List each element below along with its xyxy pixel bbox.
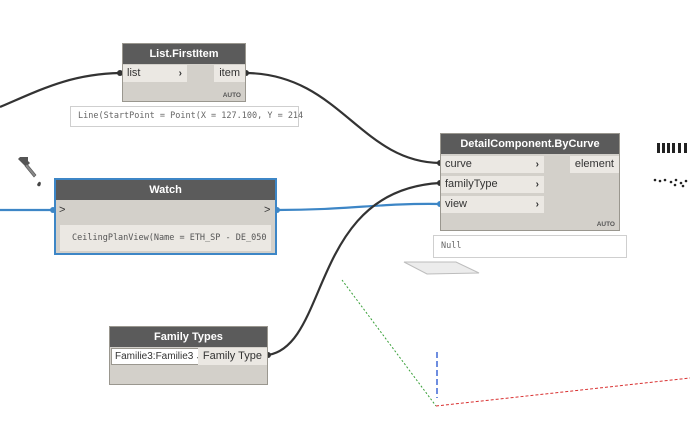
detail-component-preview[interactable]: Null (433, 235, 627, 258)
element-output-port[interactable]: element (569, 156, 619, 173)
detail-component-node[interactable]: DetailComponent.ByCurve curve › familyTy… (440, 133, 620, 231)
geometry-red-line (435, 377, 690, 407)
familytype-input-port[interactable]: familyType › (441, 176, 544, 193)
watch-value[interactable]: CeilingPlanView(Name = ETH_SP - DE_050 (60, 225, 271, 251)
geometry-plane-preview (403, 261, 480, 275)
chevron-right-icon: › (535, 199, 539, 210)
port-label: view (445, 198, 468, 210)
node-title: Family Types (110, 327, 267, 347)
chevron-right-icon: › (178, 68, 182, 79)
node-title: List.FirstItem (123, 44, 245, 64)
port-label: > (59, 204, 66, 216)
chevron-right-icon: › (535, 179, 539, 190)
list-first-item-preview[interactable]: Line(StartPoint = Point(X = 127.100, Y =… (70, 106, 303, 127)
watch-node[interactable]: Watch > > CeilingPlanView(Name = ETH_SP … (54, 178, 277, 255)
family-type-dropdown[interactable]: Familie3:Familie3 ⌄ (111, 348, 206, 365)
watch-output-port[interactable]: > (261, 202, 275, 219)
geometry-green-line (341, 279, 437, 407)
item-output-port[interactable]: item (214, 65, 245, 82)
wire-into-list (0, 71, 121, 109)
list-first-item-node[interactable]: List.FirstItem list › item AUTO (122, 43, 246, 102)
wire-item-to-curve (245, 71, 441, 165)
port-label: familyType (445, 178, 498, 190)
wire-watch-to-view (276, 202, 441, 212)
view-input-port[interactable]: view › (441, 196, 544, 213)
node-title: Watch (56, 180, 275, 200)
list-input-port[interactable]: list › (123, 65, 187, 82)
port-label: list (127, 67, 141, 79)
port-label: > (264, 204, 271, 216)
eyedropper-icon[interactable] (16, 155, 46, 191)
wire-familytype (267, 181, 441, 357)
chevron-right-icon: › (535, 159, 539, 170)
port-label: curve (445, 158, 472, 170)
port-dot (117, 70, 123, 76)
geometry-dots (653, 143, 688, 188)
curve-input-port[interactable]: curve › (441, 156, 544, 173)
port-label: Family Type (202, 350, 262, 362)
watch-input-port[interactable]: > (56, 202, 70, 219)
port-label: item (219, 67, 240, 79)
family-type-output-port[interactable]: Family Type (197, 348, 267, 365)
lacing-badge: AUTO (222, 92, 241, 99)
family-types-node[interactable]: Family Types Familie3:Familie3 ⌄ Family … (109, 326, 268, 385)
node-title: DetailComponent.ByCurve (441, 134, 619, 154)
dropdown-value: Familie3:Familie3 (115, 351, 194, 362)
lacing-badge: AUTO (596, 221, 615, 228)
port-label: element (574, 158, 614, 170)
